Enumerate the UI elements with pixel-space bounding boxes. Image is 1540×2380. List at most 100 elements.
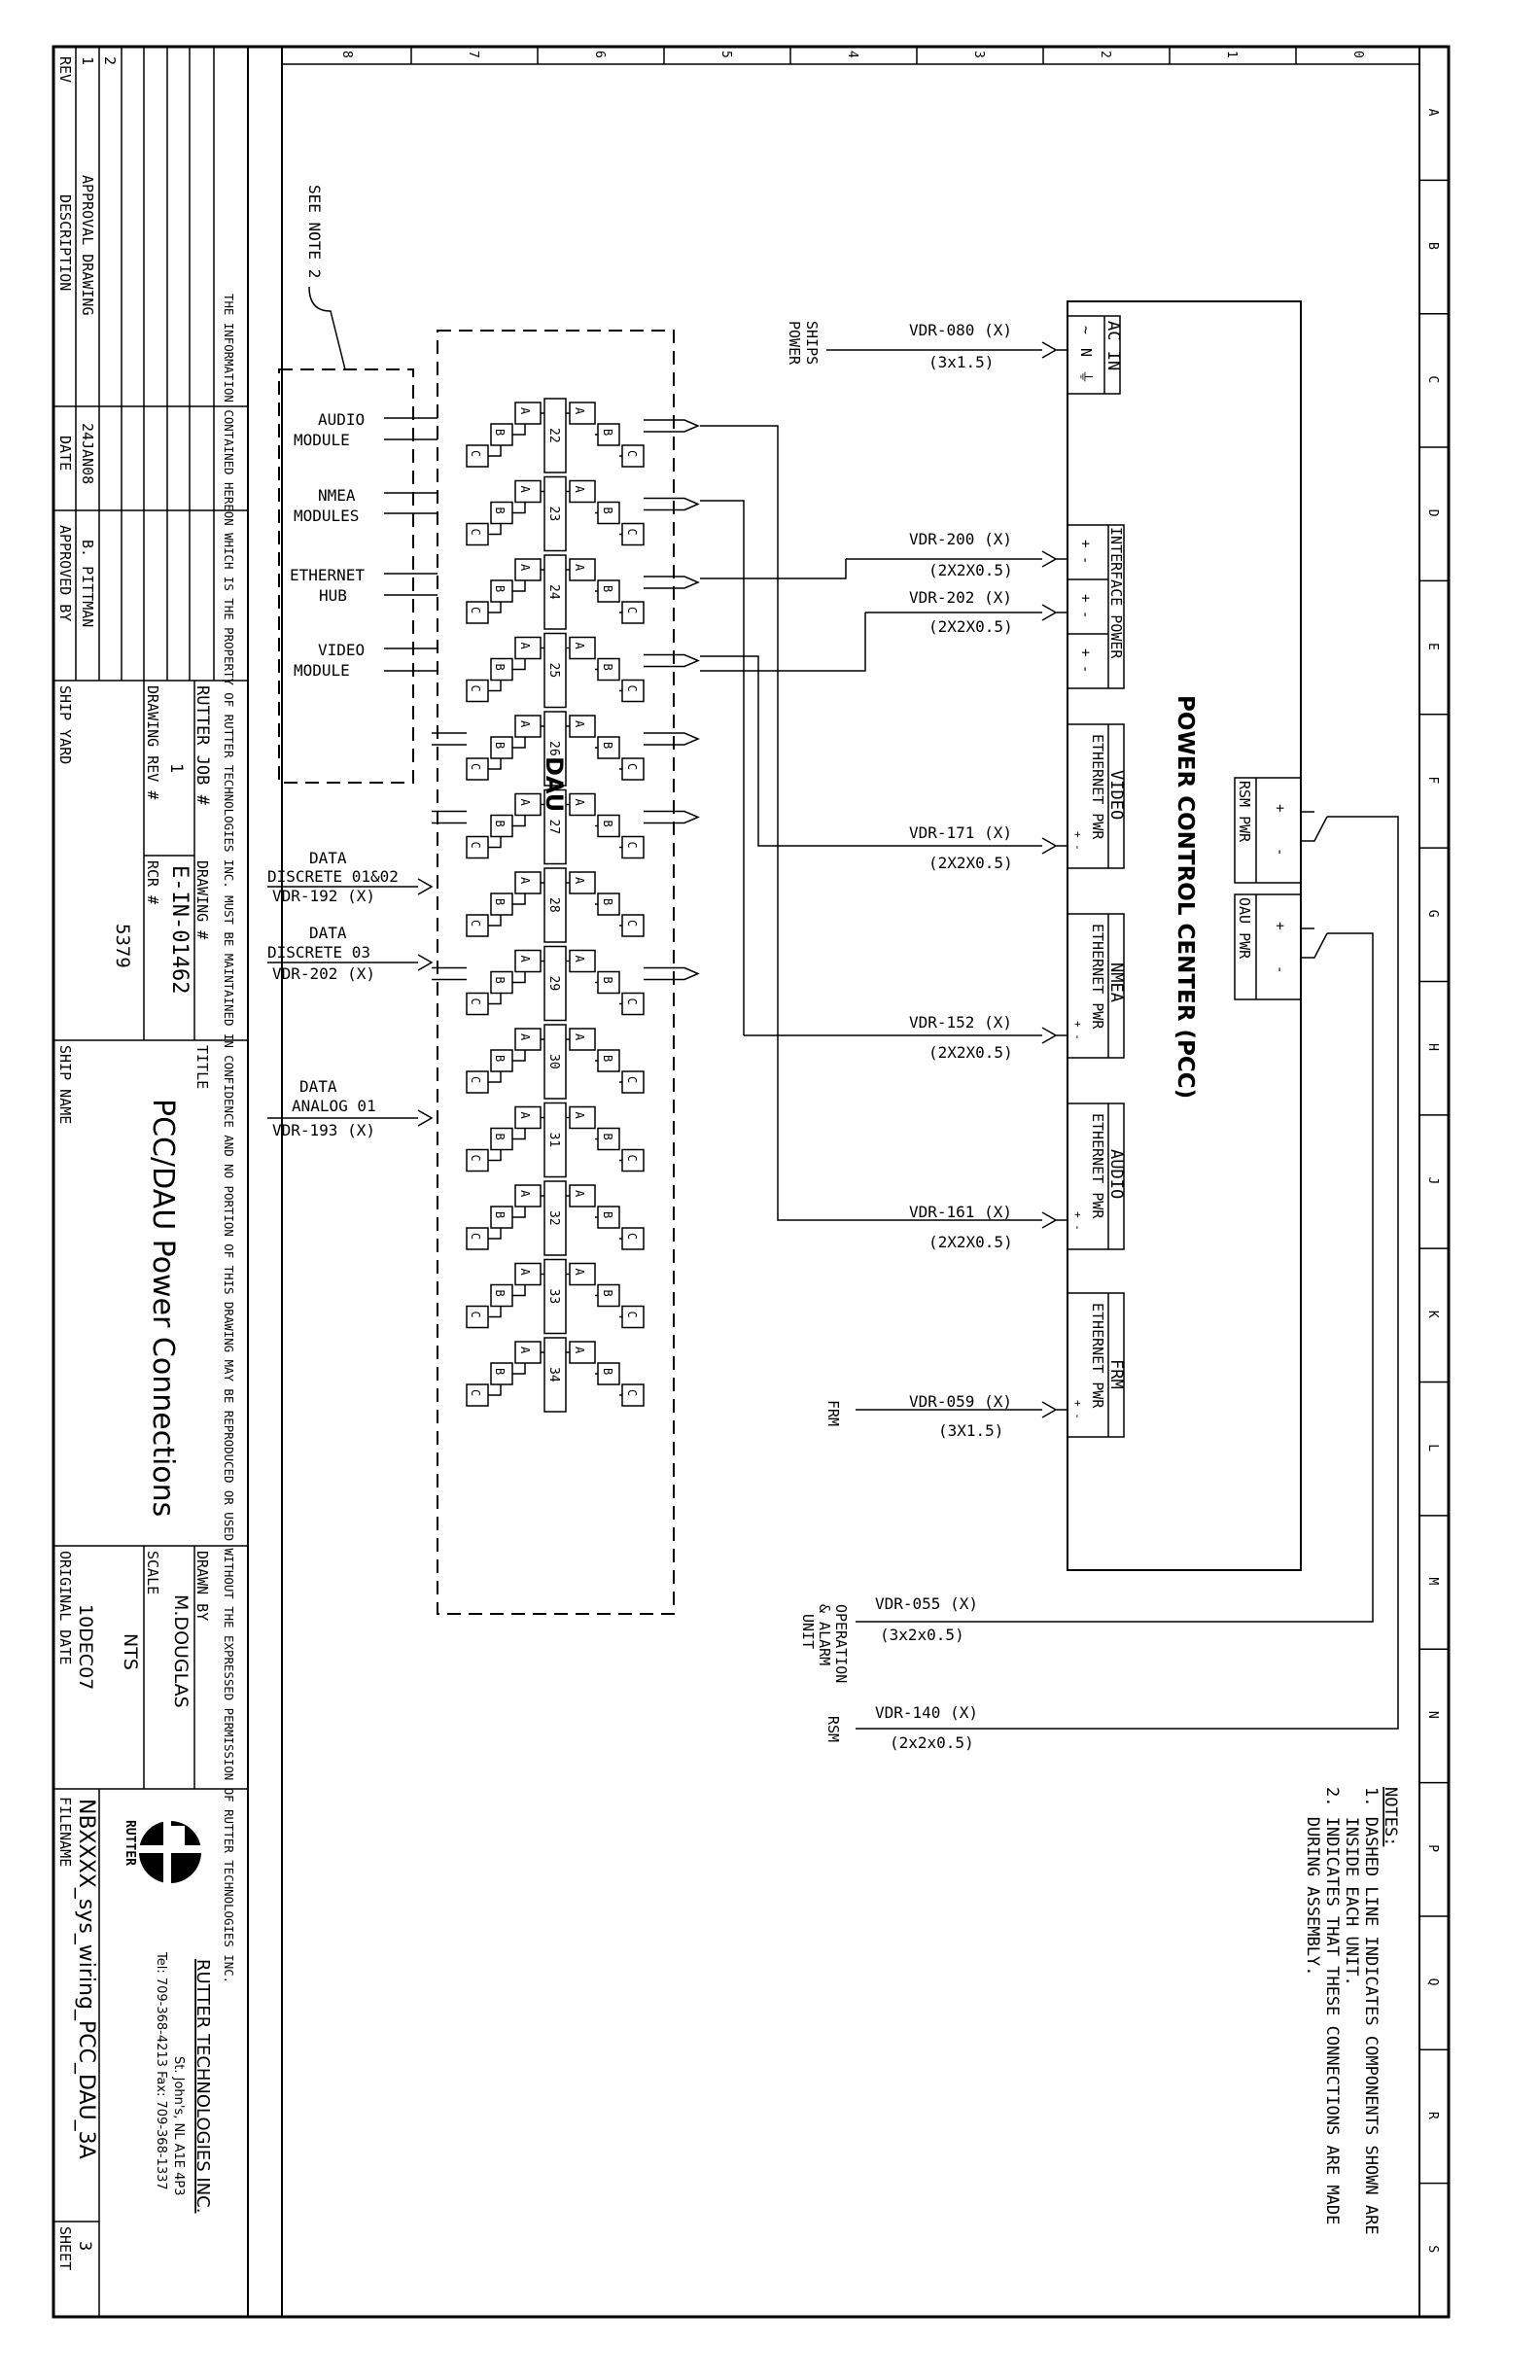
- dau-pin-a: A: [518, 956, 532, 963]
- interface-power-block: INTERFACE POWER + - + - + -: [1067, 524, 1125, 689]
- cable-vdr-200: VDR-200 (X): [909, 530, 1012, 548]
- rsm-pwr-block: RSM PWR + -: [1234, 777, 1302, 884]
- zone-column-1: 1: [1224, 51, 1239, 58]
- frm-module-sub: ETHERNET PWR: [1089, 1303, 1106, 1409]
- dau-pin-c: C: [469, 763, 482, 770]
- oau-pwr-block: OAU PWR + -: [1234, 893, 1302, 1000]
- cable-vdr-080-size: (3x1.5): [928, 353, 994, 371]
- pcc-module-frm: FRM ETHERNET PWR + -: [1067, 1292, 1126, 1438]
- cable-vdr-059: VDR-059 (X): [909, 1392, 1012, 1411]
- dau-pin-a: A: [518, 1347, 532, 1354]
- dau-pin-a: A: [573, 1347, 586, 1354]
- description-header: DESCRIPTION: [56, 194, 74, 291]
- dau-pin-b: B: [601, 664, 614, 671]
- data-discrete-0102-2: DISCRETE 01&02: [267, 867, 399, 886]
- data-analog-01-1: DATA: [299, 1077, 337, 1096]
- dau-pin-a: A: [518, 1112, 532, 1120]
- audio-module-text-1: AUDIO: [318, 410, 365, 429]
- nmea-module-label: NMEA: [1106, 962, 1126, 1002]
- dau-pin-a: A: [573, 643, 586, 650]
- dau-pin-a: A: [518, 564, 532, 572]
- video-module-sub: ETHERNET PWR: [1089, 734, 1106, 840]
- dau-data-inputs: DATA DISCRETE 01&02 VDR-192 (X) DATA DIS…: [267, 849, 434, 1139]
- dau-pin-b: B: [493, 508, 507, 514]
- dau-pin-c: C: [469, 1233, 482, 1240]
- note-line-4: DURING ASSEMBLY.: [1303, 1787, 1322, 1976]
- data-discrete-0102-cable: VDR-192 (X): [272, 887, 375, 905]
- rev-2-number: 2: [101, 56, 119, 65]
- peripheral-modules: SEE NOTE 2 AUDIO MODULE NMEA MODULES ETH…: [278, 185, 438, 784]
- cable-vdr-202: VDR-202 (X): [909, 588, 1012, 607]
- video-module-text-1: VIDEO: [318, 641, 365, 659]
- zone-row-E: E: [1425, 643, 1440, 650]
- rev-header: REV: [56, 56, 74, 83]
- dau-pin-b: B: [601, 977, 614, 984]
- video-module-text-2: MODULE: [294, 661, 350, 680]
- dau-terminal-number: 31: [546, 1133, 561, 1148]
- external-endpoints: SHIPS POWER FRM OPERATION & ALARM UNIT R…: [786, 321, 850, 1742]
- interface-power-pm-2: + -: [1077, 594, 1093, 618]
- nmea-module-sub: ETHERNET PWR: [1089, 924, 1106, 1030]
- dau-pin-b: B: [601, 1290, 614, 1297]
- dau-pin-b: B: [493, 742, 507, 749]
- zone-row-G: G: [1425, 910, 1440, 918]
- date-header: DATE: [56, 436, 74, 471]
- cable-vdr-055-size: (3x2x0.5): [880, 1626, 964, 1644]
- audio-module-sub: ETHERNET PWR: [1089, 1113, 1106, 1219]
- rev-1-description: APPROVAL DRAWING: [79, 175, 96, 316]
- company-address: St. John's, NL A1E 4P3: [171, 2056, 186, 2195]
- note-line-1: 1. DASHED LINE INDICATES COMPONENTS SHOW…: [1361, 1787, 1381, 2235]
- dau-pin-c: C: [625, 1155, 639, 1162]
- frm-module-pm: + -: [1071, 1400, 1084, 1419]
- dau-pin-b: B: [493, 1368, 507, 1375]
- rsm-pwr-label: RSM PWR: [1236, 781, 1253, 843]
- rsm-endpoint-label: RSM: [824, 1716, 842, 1742]
- ships-power-label-1: SHIPS: [803, 321, 821, 365]
- rsm-pwr-plus: +: [1272, 804, 1287, 812]
- dau-pin-a: A: [573, 407, 586, 415]
- dau-pin-b: B: [601, 898, 614, 905]
- note-line-3: 2. INDICATES THAT THESE CONNECTIONS ARE …: [1322, 1787, 1342, 2224]
- dau-terminal-number: 23: [546, 507, 561, 522]
- cable-vdr-200-size: (2X2X0.5): [928, 561, 1013, 579]
- original-date-value: 10DEC07: [75, 1604, 96, 1690]
- cable-vdr-140: VDR-140 (X): [875, 1703, 978, 1722]
- dau-unit: DAU 22ABCABC23ABCABC24ABCABC25ABCABC26AB…: [432, 330, 700, 1615]
- drawing-rev-value: 1: [166, 763, 186, 773]
- data-discrete-0102-1: DATA: [309, 849, 347, 867]
- ac-in-label: AC IN: [1103, 321, 1123, 370]
- nmea-modules-text-2: MODULES: [294, 507, 359, 525]
- dau-pin-c: C: [469, 842, 482, 849]
- dau-pin-b: B: [601, 1368, 614, 1375]
- zone-row-B: B: [1425, 242, 1440, 250]
- dau-pin-c: C: [469, 998, 482, 1005]
- dau-pin-a: A: [518, 1269, 532, 1277]
- rev-1-approved-by: B. PITTMAN: [79, 540, 96, 627]
- zone-row-M: M: [1425, 1578, 1440, 1586]
- notes-title: NOTES:: [1381, 1787, 1400, 1846]
- ships-power-label-2: POWER: [786, 321, 803, 366]
- zone-row-F: F: [1425, 776, 1440, 784]
- company-name: RUTTER TECHNOLOGIES INC.: [192, 1959, 213, 2213]
- dau-pin-b: B: [493, 977, 507, 984]
- title-label: TITLE: [193, 1045, 211, 1089]
- dau-pin-c: C: [469, 607, 482, 613]
- dau-pin-a: A: [573, 1269, 586, 1277]
- frm-module-label: FRM: [1106, 1359, 1126, 1389]
- zone-column-3: 3: [971, 51, 986, 58]
- rcr-value: 5379: [112, 924, 133, 968]
- dau-pin-c: C: [625, 920, 639, 927]
- dau-pin-b: B: [493, 1134, 507, 1140]
- dau-pin-c: C: [469, 1076, 482, 1083]
- see-note-label: SEE NOTE 2: [305, 185, 324, 278]
- dau-pin-a: A: [518, 486, 532, 494]
- data-discrete-03-cable: VDR-202 (X): [272, 964, 375, 983]
- cable-vdr-171-size: (2X2X0.5): [928, 854, 1013, 872]
- dau-pin-c: C: [469, 920, 482, 927]
